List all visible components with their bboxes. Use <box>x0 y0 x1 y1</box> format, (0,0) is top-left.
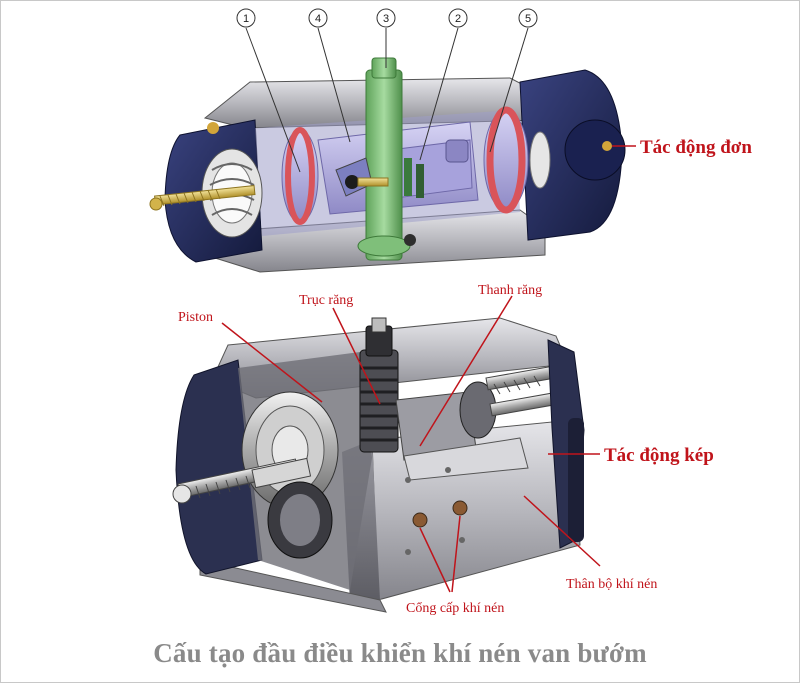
rack-label: Thanh răng <box>478 283 542 298</box>
double-acting-label: Tác động kép <box>604 445 714 466</box>
callout-1: 1 <box>236 8 256 28</box>
single-acting-actuator <box>149 57 626 273</box>
callout-5: 5 <box>518 8 538 28</box>
callout-number-1: 1 <box>243 13 249 25</box>
piston-label: Piston <box>178 310 213 325</box>
air-ports-label: Cổng cấp khí nén <box>406 601 504 616</box>
callout-3: 3 <box>376 8 396 28</box>
body-label: Thân bộ khí nén <box>566 577 657 592</box>
callout-number-3: 3 <box>383 13 389 25</box>
caption: Cấu tạo đầu điều khiển khí nén van bướm <box>153 638 647 668</box>
callout-number-4: 4 <box>315 13 321 25</box>
double-acting-actuator <box>172 317 585 613</box>
callout-2: 2 <box>448 8 468 28</box>
double-acting-labels: Piston Trục răng Thanh răng Tác động kép… <box>178 283 714 616</box>
pinion-label: Trục răng <box>299 293 353 308</box>
callout-number-5: 5 <box>525 13 531 25</box>
callout-number-2: 2 <box>455 13 461 25</box>
callout-4: 4 <box>308 8 328 28</box>
part-callouts: 1 4 3 2 5 <box>236 8 538 173</box>
single-acting-label: Tác động đơn <box>640 137 752 158</box>
